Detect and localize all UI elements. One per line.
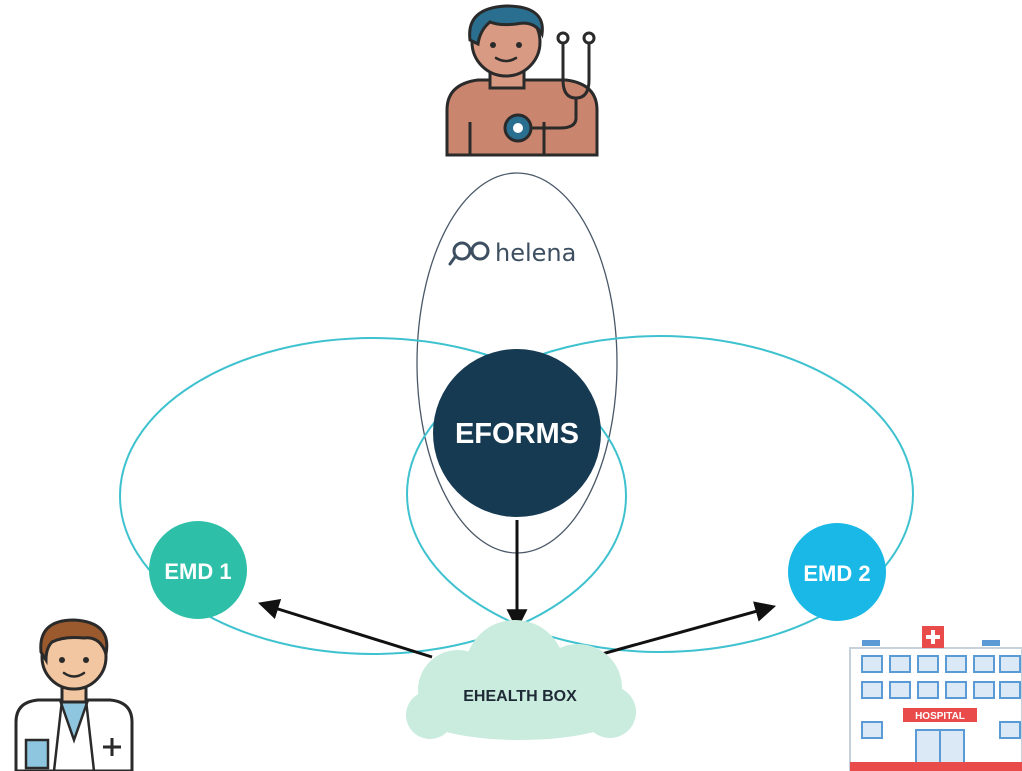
emd2-scope-ellipse [406,335,914,653]
hospital-icon: HOSPITAL [849,626,1022,771]
emd2-node: EMD 2 [788,523,886,621]
infinity-loop-icon [448,241,490,266]
emd1-scope-ellipse [119,337,627,655]
eforms-node: EFORMS [433,349,601,517]
emd2-label: EMD 2 [803,561,870,586]
emd1-node: EMD 1 [149,521,247,619]
hospital-sign: HOSPITAL [915,711,965,722]
ehealthbox-to-emd1-arrow [257,598,433,659]
patient-with-stethoscope-icon [445,4,599,157]
emd1-label: EMD 1 [164,559,231,584]
eforms-label: EFORMS [455,418,579,450]
ehealthbox-to-emd2-arrow [601,601,777,656]
brand-name: helena [495,239,576,267]
cloud-icon [406,620,636,740]
doctor-icon [14,618,134,771]
ehealth-box-label: EHEALTH BOX [463,688,577,705]
helena-logo: helena [448,239,576,267]
ehealth-box-cloud: EHEALTH BOX [406,620,636,740]
